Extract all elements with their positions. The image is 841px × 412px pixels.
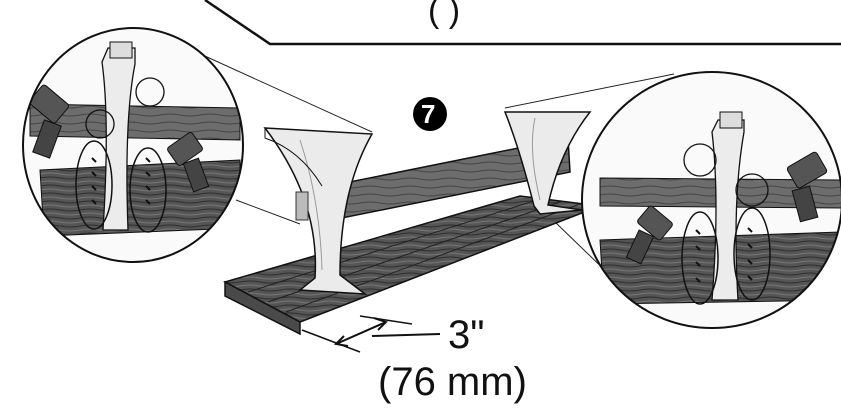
dimension-metric: (76 mm) (378, 360, 527, 404)
screw-icon (695, 227, 753, 283)
dimension-imperial: 3" (448, 313, 484, 357)
step-badge: 7 (413, 97, 447, 131)
dimension-arrow-icon (333, 317, 441, 347)
drill-icon (625, 205, 673, 265)
left-leg (263, 127, 374, 295)
screw-ring (129, 147, 167, 233)
top-callout-box: ( ) (204, 0, 841, 46)
top-callout-text: ( ) (428, 0, 460, 30)
drill-icon (786, 151, 828, 223)
step-number: 7 (421, 99, 435, 129)
drill-icon (167, 132, 210, 193)
screw-ring (733, 207, 771, 301)
bench-assembly (223, 111, 601, 336)
right-leg (503, 111, 592, 215)
seat-plank (223, 195, 601, 323)
screw-ring (75, 140, 113, 230)
zoom-circle-icon (22, 27, 244, 263)
screw-ring (681, 211, 719, 305)
dimension-callout: 3" (76 mm) (301, 313, 527, 404)
seat-plank-front (224, 280, 301, 336)
screw-icon (91, 157, 151, 205)
right-detail-circle (581, 71, 841, 329)
left-detail-circle (22, 27, 244, 263)
zoom-circle-icon (581, 71, 841, 329)
drill-icon (28, 84, 70, 159)
